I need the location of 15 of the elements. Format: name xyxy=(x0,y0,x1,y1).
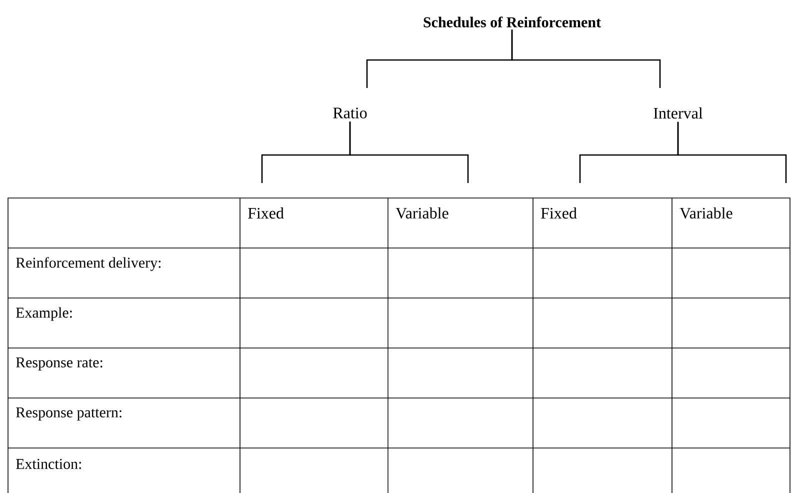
row-label: Response rate: xyxy=(16,358,102,370)
row-label: Extinction: xyxy=(16,458,81,470)
bracket-line xyxy=(677,122,787,183)
bracket-line xyxy=(511,30,661,88)
header-cell: Fixed xyxy=(248,207,284,219)
row-label: Example: xyxy=(16,307,72,321)
row-label: Reinforcement delivery: xyxy=(16,257,161,271)
header-cell: Variable xyxy=(396,207,448,219)
diagram-title: Schedules of Reinforcement xyxy=(424,16,601,28)
category-label: Interval xyxy=(654,107,703,119)
row-label: Response pattern: xyxy=(16,408,122,420)
bracket-line xyxy=(349,122,469,183)
category-label: Ratio xyxy=(333,108,367,118)
header-cell: Variable xyxy=(680,207,732,219)
header-cell: Fixed xyxy=(540,207,577,219)
